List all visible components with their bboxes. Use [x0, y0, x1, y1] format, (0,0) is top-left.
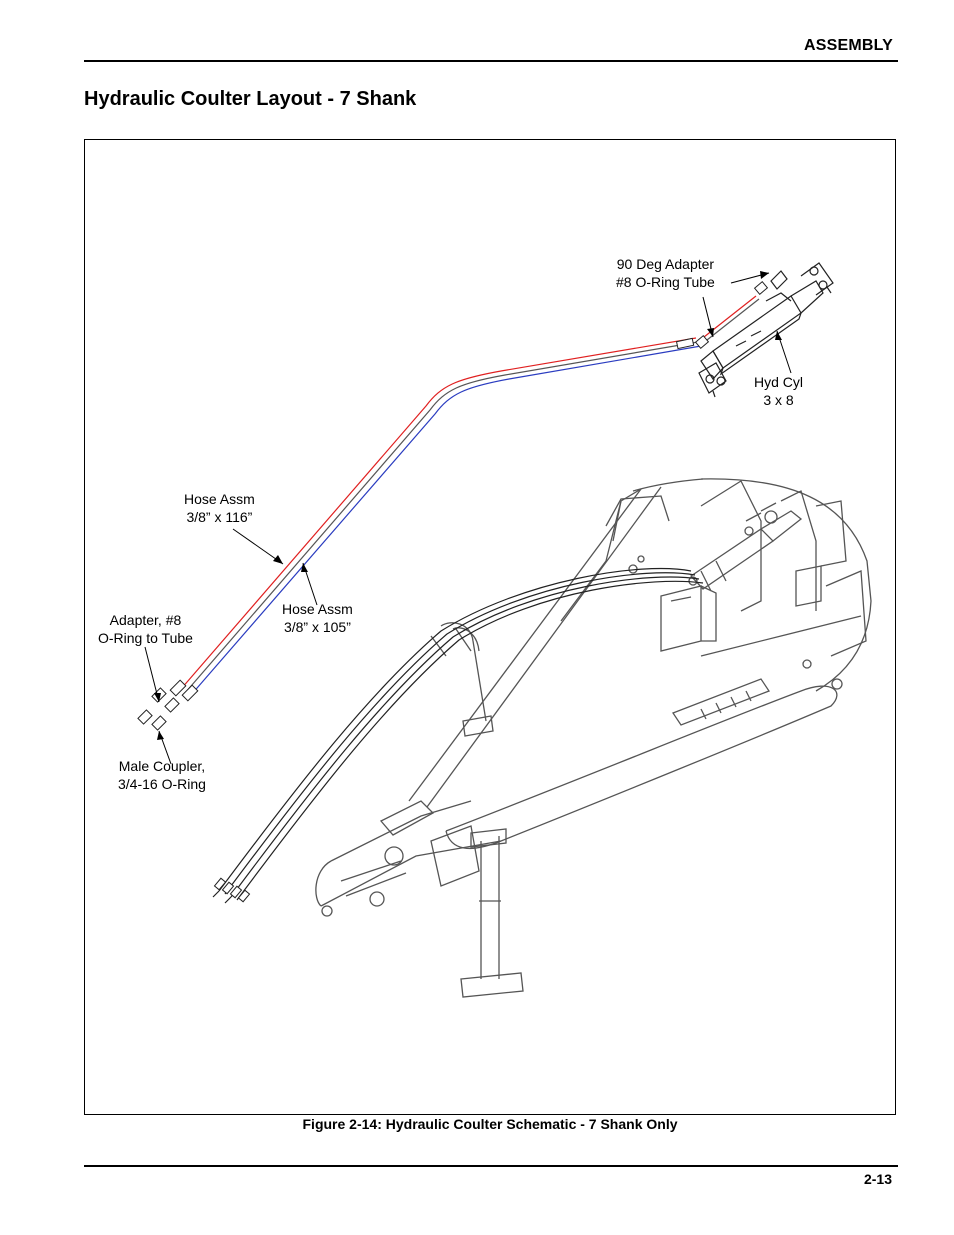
callout-male-coupler: Male Coupler, 3/4-16 O-Ring	[118, 757, 206, 793]
callout-line-1: Hyd Cyl	[754, 374, 804, 390]
callout-line-1: Adapter, #8	[109, 612, 182, 628]
leader-arrowheads	[154, 271, 782, 740]
bottom-rule	[84, 1165, 898, 1167]
hyd-cylinder-art	[698, 262, 834, 398]
callout-line-1: Male Coupler,	[118, 758, 206, 774]
callout-line-2: 3/8” x 105”	[283, 619, 351, 635]
section-header: ASSEMBLY	[803, 37, 893, 54]
page-number: 2-13	[863, 1171, 892, 1187]
leader-hose-116	[232, 528, 284, 565]
callout-hose-116: Hose Assm 3/8” x 116”	[184, 490, 255, 526]
callout-line-1: 90 Deg Adapter	[616, 256, 715, 272]
leader-adapter-8	[144, 646, 160, 703]
callout-90deg-adapter: 90 Deg Adapter #8 O-Ring Tube	[616, 255, 715, 291]
callout-line-2: 3 x 8	[763, 392, 794, 408]
implement-frame-art	[315, 478, 872, 998]
callout-hyd-cyl: Hyd Cyl 3 x 8	[754, 373, 803, 409]
callout-line-2: 3/4-16 O-Ring	[118, 776, 206, 792]
callout-line-1: Hose Assm	[282, 601, 353, 617]
callout-hose-105: Hose Assm 3/8” x 105”	[282, 600, 353, 636]
hose-assemblies	[180, 295, 760, 696]
cyl-hose-fittings	[675, 281, 769, 350]
callout-line-1: Hose Assm	[184, 491, 255, 507]
callout-line-2: #8 O-Ring Tube	[616, 274, 715, 290]
page-title: Hydraulic Coulter Layout - 7 Shank	[84, 88, 417, 110]
callout-adapter-8: Adapter, #8 O-Ring to Tube	[98, 611, 193, 647]
hydraulic-schematic-drawing	[137, 262, 872, 998]
figure-caption: Figure 2-14: Hydraulic Coulter Schematic…	[302, 1116, 678, 1132]
frame-hose-fittings	[213, 877, 251, 903]
figure-frame	[84, 139, 896, 1115]
callout-line-2: 3/8” x 116”	[186, 509, 253, 525]
top-rule	[84, 60, 898, 62]
frame-hose-bundle	[212, 567, 704, 904]
callout-line-2: O-Ring to Tube	[98, 630, 193, 646]
